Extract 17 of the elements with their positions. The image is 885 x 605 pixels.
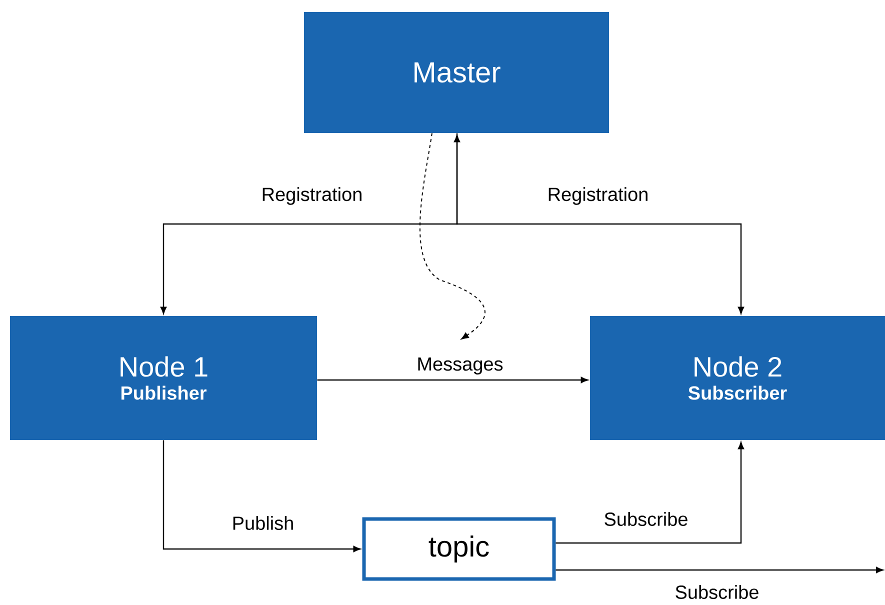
- arrow: [556, 566, 884, 574]
- arrow: [456, 133, 744, 314]
- topic-box: topic: [362, 517, 556, 581]
- arrow: [162, 440, 360, 552]
- process-box: Master: [304, 12, 609, 133]
- arrow: [556, 442, 744, 544]
- arrow: [419, 132, 486, 340]
- edge-label: Subscribe: [604, 512, 688, 526]
- process-box: Node 2 Subscriber: [590, 316, 885, 440]
- arrow: [160, 134, 460, 314]
- process-box: Node 1 Publisher: [10, 316, 317, 440]
- edge-label: Registration: [262, 187, 362, 205]
- edge-label: Registration: [548, 187, 648, 205]
- arrow: [317, 376, 588, 384]
- edge-label: Publish: [233, 516, 293, 530]
- edge-label: Subscribe: [676, 585, 758, 599]
- edge-label: Messages: [418, 358, 503, 374]
